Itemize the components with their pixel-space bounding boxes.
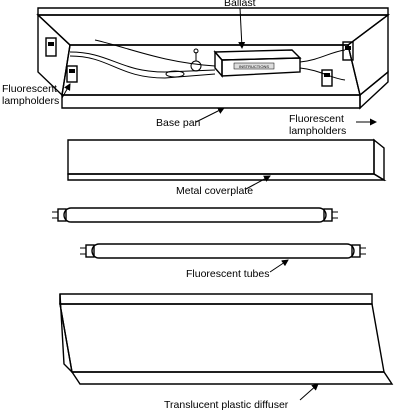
coverplate-leader-arrow [245, 175, 271, 190]
lampholder-right-bottom [321, 69, 333, 87]
ballast-label: Ballast [224, 0, 256, 9]
lampholders-right-label-line2: lampholders [289, 125, 346, 137]
ballast-sticker-text: INSTRUCTIONS [239, 64, 269, 69]
translucent-plastic-diffuser [59, 293, 394, 385]
lampholder-right-top [342, 41, 354, 61]
lampholders-left-label-line1: Fluorescent [2, 83, 57, 95]
tubes-leader-arrow [269, 259, 289, 273]
ballast-leader-arrow [238, 7, 246, 49]
base-pan-label: Base pan [156, 117, 201, 129]
base-pan-leader-arrow [195, 107, 225, 123]
diffuser-label: Translucent plastic diffuser [164, 399, 289, 411]
fluorescent-tube-bottom [80, 243, 366, 259]
fluorescent-tube-top [52, 207, 338, 223]
ballast-instruction-sticker [233, 62, 275, 70]
lampholder-left-bottom [66, 65, 78, 83]
lampholders-left-label-line2: lampholders [2, 95, 59, 107]
lampholder-left-top [45, 37, 57, 57]
metal-coverplate [67, 138, 387, 182]
ballast: INSTRUCTIONS [213, 49, 302, 78]
wiring [69, 39, 346, 81]
diffuser-leader-arrow [299, 383, 319, 401]
fluorescent-tubes-label: Fluorescent tubes [186, 268, 269, 280]
metal-coverplate-label: Metal coverplate [176, 185, 253, 197]
lampholders-right-label-line1: Fluorescent [289, 113, 344, 125]
base-pan [36, 7, 391, 110]
lampholders-left-leader-arrow [61, 83, 71, 99]
wire-connector [165, 48, 202, 78]
